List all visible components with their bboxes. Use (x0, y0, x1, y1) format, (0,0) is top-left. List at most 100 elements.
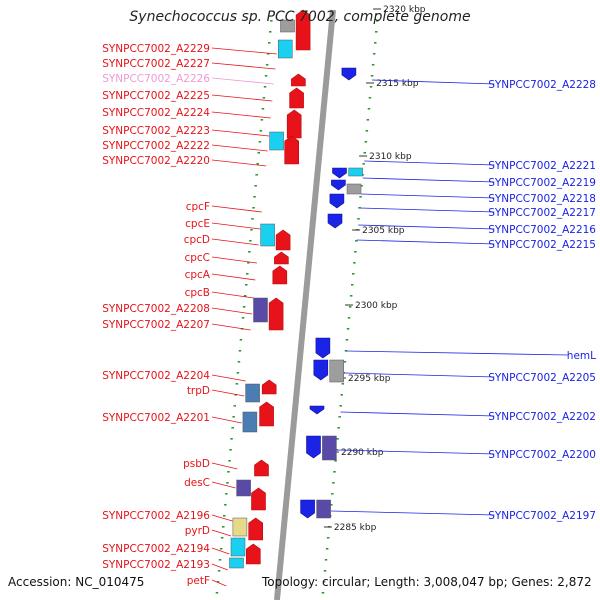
right-gene-label: SYNPCC7002_A2218 (488, 193, 596, 205)
right-gene-label: SYNPCC7002_A2200 (488, 449, 596, 461)
left-label-connector (211, 238, 259, 246)
right-track-tick (353, 262, 356, 264)
scale-label: 2310 kbp (369, 152, 412, 162)
left-gene-label: SYNPCC7002_A2227 (102, 58, 210, 70)
right-track-tick (367, 108, 371, 110)
reverse-gene (329, 193, 345, 209)
left-track-tick (223, 515, 226, 517)
left-track-tick (229, 449, 232, 451)
left-gene-label: SYNPCC7002_A2222 (102, 140, 210, 152)
right-track-tick (324, 559, 328, 561)
forward-gene (254, 459, 269, 477)
left-label-connector (211, 529, 232, 537)
misc-feature (245, 383, 260, 403)
left-track-tick (237, 361, 241, 363)
right-label-connector (356, 239, 495, 245)
right-track-tick (331, 493, 334, 495)
right-track-tick (364, 141, 368, 143)
left-gene-label: pyrD (185, 525, 210, 537)
right-track-tick (337, 427, 340, 429)
right-track-tick (334, 460, 337, 462)
left-label-connector (211, 256, 258, 264)
left-label-connector (211, 514, 233, 522)
right-track-tick (372, 53, 376, 55)
right-track-tick (321, 592, 325, 594)
left-label-connector (211, 307, 253, 315)
right-track-tick (338, 416, 341, 418)
misc-feature (346, 183, 362, 195)
left-track-tick (224, 504, 227, 506)
left-label-connector (211, 416, 242, 424)
left-gene-label: SYNPCC7002_A2225 (102, 90, 210, 102)
left-gene-label: SYNPCC7002_A2207 (102, 319, 210, 331)
right-track-tick (374, 42, 377, 44)
right-track-tick (354, 251, 357, 253)
right-track-tick (348, 306, 352, 308)
left-gene-label: desC (184, 477, 210, 489)
forward-gene (246, 543, 261, 565)
forward-gene (284, 135, 300, 165)
right-track-tick (325, 548, 329, 550)
scale-label: 2320 kbp (383, 5, 426, 15)
map-title: Synechococcus sp. PCC 7002, complete gen… (129, 9, 471, 25)
left-label-connector (211, 47, 277, 55)
left-track-tick (218, 559, 222, 561)
left-label-connector (211, 129, 270, 137)
forward-gene (259, 401, 274, 427)
reverse-gene (315, 337, 331, 359)
left-gene-label: SYNPCC7002_A2193 (102, 559, 210, 571)
left-track-tick (268, 42, 271, 44)
left-gene-label: psbD (183, 458, 210, 470)
right-gene-label: hemL (567, 350, 596, 362)
right-label-connector (344, 372, 495, 378)
left-track-tick (239, 339, 243, 341)
forward-gene (291, 73, 306, 87)
left-label-connector (211, 547, 230, 555)
reverse-gene (309, 405, 325, 415)
right-track-tick (344, 350, 348, 352)
right-track-tick (333, 471, 336, 473)
left-label-connector (211, 579, 227, 587)
left-gene-label: trpD (187, 385, 210, 397)
right-track-tick (343, 361, 347, 363)
right-track-tick (351, 284, 354, 286)
right-gene-label: SYNPCC7002_A2216 (488, 224, 596, 236)
left-track-tick (228, 460, 231, 462)
right-track-tick (366, 119, 370, 121)
right-track-tick (368, 97, 372, 99)
left-gene-label: SYNPCC7002_A2196 (102, 510, 210, 522)
left-track-tick (235, 383, 239, 385)
scale-label: 2315 kbp (376, 79, 419, 89)
right-gene-label: SYNPCC7002_A2221 (488, 160, 596, 172)
right-track-tick (326, 537, 330, 539)
left-track-tick (255, 174, 258, 176)
right-label-connector (358, 224, 495, 230)
right-track-tick (362, 163, 365, 165)
left-track-tick (263, 86, 267, 88)
right-track-tick (345, 339, 349, 341)
left-gene-label: SYNPCC7002_A2201 (102, 412, 210, 424)
left-gene-label: cpcB (185, 287, 210, 299)
forward-gene (272, 265, 288, 285)
left-gene-label: cpcF (186, 201, 210, 213)
left-track-tick (262, 97, 266, 99)
right-track-tick (376, 20, 379, 22)
right-label-connector (336, 449, 495, 455)
forward-gene (274, 251, 289, 265)
misc-feature (280, 19, 295, 33)
right-track-tick (349, 295, 353, 297)
left-gene-label: SYNPCC7002_A2204 (102, 370, 210, 382)
left-track-tick (254, 185, 257, 187)
right-track-tick (375, 31, 378, 33)
left-gene-labels: SYNPCC7002_A2229SYNPCC7002_A2227SYNPCC70… (102, 43, 277, 587)
left-label-connector (211, 462, 238, 470)
left-track-tick (236, 372, 240, 374)
left-label-connector (211, 291, 254, 299)
left-track-tick (243, 295, 247, 297)
right-track-tick (369, 86, 373, 88)
left-track-tick (253, 196, 256, 198)
right-label-connector (340, 411, 495, 417)
reverse-gene (341, 67, 357, 81)
